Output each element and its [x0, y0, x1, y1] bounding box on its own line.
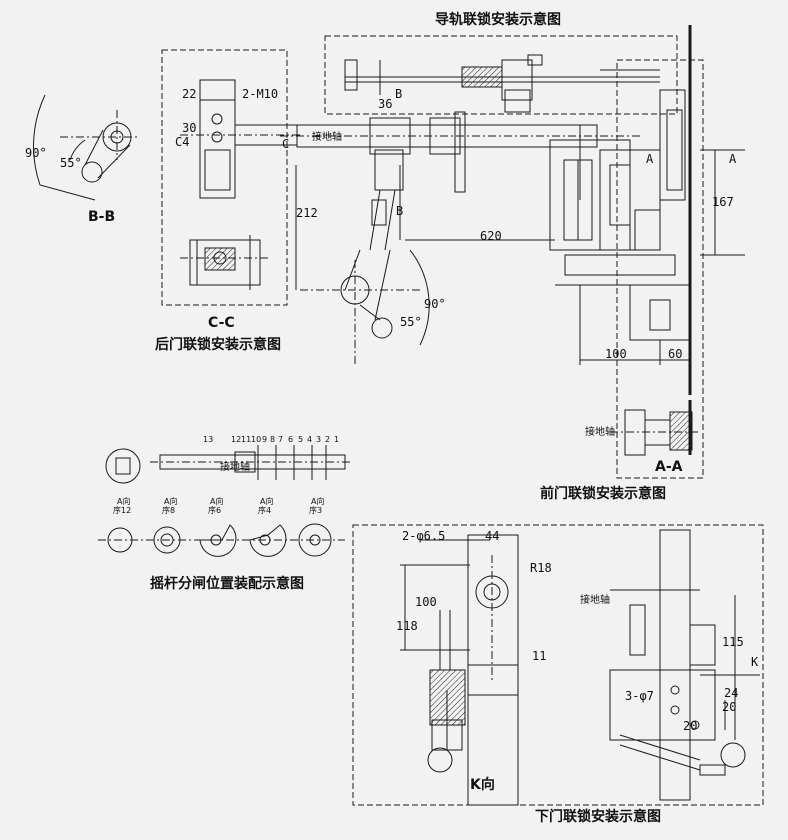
rail-frame [324, 35, 678, 115]
rocker-view-4-seq: 序4 [258, 506, 272, 515]
k-view [400, 534, 519, 806]
rocker-view-1-dir: A向 [117, 497, 131, 506]
dim-20b: 20 [683, 719, 698, 733]
part-13: 13 [203, 435, 214, 444]
ground-shaft-label-1: 接地轴 [312, 132, 342, 143]
dim-100: 100 [605, 347, 627, 361]
rocker-view-3-dir: A向 [210, 497, 224, 506]
part-3: 3 [316, 435, 322, 444]
mark-a-right: A [729, 152, 737, 166]
aa-view [610, 400, 700, 456]
angle-55-bb: 55° [60, 156, 82, 170]
rocker-shaft [98, 445, 350, 541]
part-1: 1 [334, 435, 340, 444]
dim-24: 24 [724, 686, 739, 700]
dim-60: 60 [668, 347, 683, 361]
part-6: 6 [288, 435, 294, 444]
rocker-view-2-dir: A向 [164, 497, 178, 506]
dim-r18: R18 [530, 561, 552, 575]
front-assembly [295, 25, 745, 395]
bb-view [33, 94, 140, 201]
rocker-view-5-dir: A向 [311, 497, 325, 506]
lower-caption: 下门联锁安装示意图 [535, 809, 661, 825]
dim-c4: C4 [175, 135, 190, 149]
lower-right-assembly [609, 529, 760, 801]
rocker-view-2-seq: 序8 [162, 506, 176, 515]
rocker-caption: 摇杆分闸位置装配示意图 [150, 576, 304, 592]
view-k: K向 [470, 777, 495, 793]
mark-k: K [751, 655, 759, 669]
lower-door-frame [352, 524, 764, 806]
part-4: 4 [307, 435, 313, 444]
rocker-view-1-seq: 序12 [113, 506, 132, 515]
part-7: 7 [278, 435, 284, 444]
dim-212: 212 [296, 206, 318, 220]
view-bb: B-B [88, 209, 116, 225]
part-11: 11 [241, 435, 252, 444]
ground-shaft-label-4: 接地轴 [580, 595, 610, 606]
crank-linkage [300, 149, 555, 365]
dim-hole7: 3-φ7 [625, 689, 654, 703]
part-5: 5 [298, 435, 304, 444]
rear-door-frame [161, 49, 288, 306]
dim-22: 22 [182, 87, 197, 101]
part-12: 12 [231, 435, 242, 444]
angle-90-crank: 90° [424, 297, 446, 311]
rocker-cams [107, 523, 332, 557]
cc-view [180, 79, 300, 290]
rocker-view-4-dir: A向 [260, 497, 274, 506]
view-aa: A-A [655, 459, 683, 475]
mark-b-top: B [395, 87, 403, 101]
part-9: 9 [262, 435, 268, 444]
view-cc: C-C [208, 315, 235, 331]
dim-167: 167 [712, 195, 734, 209]
dim-118: 118 [396, 619, 418, 633]
rail-assembly [344, 54, 660, 113]
rocker-view-3-seq: 序6 [208, 506, 222, 515]
dim-20a: 20 [722, 700, 737, 714]
main-shaft [280, 111, 640, 200]
dim-11: 11 [532, 649, 547, 663]
dim-36: 36 [378, 97, 393, 111]
mark-c: C [282, 137, 290, 151]
dim-100b: 100 [415, 595, 437, 609]
dim-44: 44 [485, 529, 500, 543]
mark-b-mid: B [396, 204, 404, 218]
ground-shaft-label-3: 接地轴 [220, 462, 250, 473]
dim-m10: 2-M10 [242, 87, 279, 101]
front-caption: 前门联锁安装示意图 [540, 486, 666, 502]
rear-caption: 后门联锁安装示意图 [155, 337, 281, 353]
mark-a-left: A [646, 152, 654, 166]
dim-30: 30 [182, 121, 197, 135]
dim-hole65: 2-φ6.5 [402, 529, 446, 543]
part-10: 10 [251, 435, 262, 444]
angle-55-crank: 55° [400, 315, 422, 329]
dim-115: 115 [722, 635, 744, 649]
part-2: 2 [325, 435, 331, 444]
rocker-view-5-seq: 序3 [309, 506, 323, 515]
rail-caption: 导轨联锁安装示意图 [435, 12, 561, 28]
ground-shaft-label-2: 接地轴 [585, 427, 615, 438]
part-8: 8 [270, 435, 276, 444]
angle-90-bb: 90° [25, 146, 47, 160]
dim-620: 620 [480, 229, 502, 243]
